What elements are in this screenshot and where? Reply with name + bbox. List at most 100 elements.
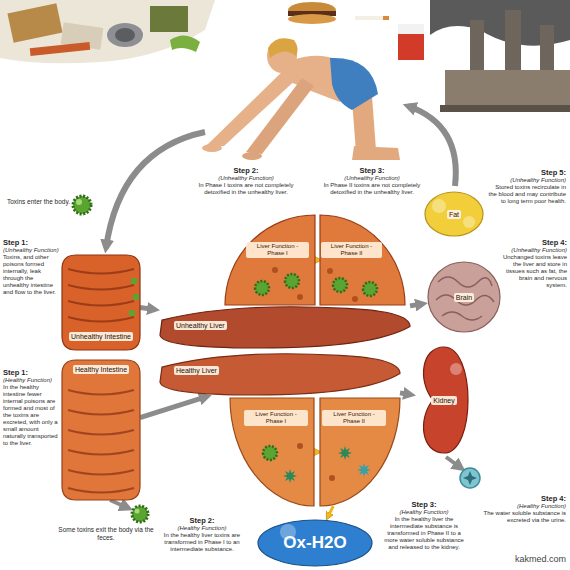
organ-label: Unhealthy Liver [174, 321, 227, 330]
organ-detail [438, 277, 492, 287]
urine-drop [460, 468, 480, 488]
fat-tissue-outline [425, 192, 483, 236]
liver-phase-region: Liver Function - Phase II [320, 398, 400, 506]
liver: Healthy Liver [160, 352, 400, 395]
kneeling-person [246, 78, 314, 154]
liver-outline [160, 307, 410, 348]
step-text: In Phase I toxins are not completely det… [196, 182, 296, 196]
step-text: Toxins, and other poisons formed interna… [3, 254, 59, 296]
toxin-ball [357, 463, 371, 477]
trash-pile [0, 0, 215, 63]
trash-pile [170, 35, 200, 52]
kneeling-person [330, 58, 378, 110]
organ-label: Fat [447, 210, 461, 219]
function-note: (Healthy Function) [482, 503, 566, 510]
organ-detail [329, 475, 335, 481]
kneeling-person [242, 152, 262, 160]
trash-pile [115, 28, 135, 42]
urine-drop [463, 471, 477, 485]
junk-food [398, 24, 424, 34]
step-number: Step 1: [3, 238, 59, 247]
organ-detail [432, 199, 446, 213]
function-note: (Healthy Function) [3, 377, 60, 384]
liver-phase-region-outline [320, 398, 400, 506]
liver-phase-region: Liver Function - Phase I [230, 398, 314, 506]
text-block: Step 2:(Healthy Function)In the healthy … [160, 516, 244, 553]
phase-label: Liver Function - Phase II [322, 410, 386, 426]
function-note: (Unhealthy Function) [322, 175, 422, 182]
phase-label: Liver Function - Phase II [321, 242, 382, 258]
function-note: (Unhealthy Function) [502, 247, 567, 254]
organ-detail [68, 410, 134, 415]
step-text: In the healthy liver the intermediate su… [380, 516, 468, 551]
note-text: Some toxins exit the body via the feces. [56, 526, 156, 542]
flow-arrow [410, 304, 422, 306]
text-block: Toxins enter the body. [4, 198, 70, 206]
trash-pile [7, 3, 62, 43]
intestine: Unhealthy Intestine [62, 255, 140, 350]
flow-arrow [140, 397, 206, 418]
kneeling-person [202, 38, 400, 160]
kneeling-person [268, 38, 298, 58]
intestine: Healthy Intestine [62, 360, 140, 500]
liver-phase-region-shape [225, 215, 315, 305]
note-text: Toxins enter the body. [4, 198, 70, 206]
step-text: In the healthy intestine fewer internal … [3, 384, 60, 447]
junk-food [288, 14, 336, 24]
kneeling-person [352, 146, 400, 160]
organ-detail [68, 470, 134, 475]
organ-detail [450, 363, 462, 375]
organ-detail [297, 294, 303, 300]
step-number: Step 5: [488, 168, 566, 177]
text-block: Step 1:(Healthy Function)In the healthy … [3, 368, 60, 447]
phase-label: Liver Function - Phase I [244, 410, 308, 426]
junk-food [288, 2, 424, 60]
toxin-ball [255, 281, 269, 295]
formula-label: Ox-H2O [283, 533, 346, 553]
urine-drop [460, 468, 480, 488]
organ-label: Brain [454, 293, 474, 302]
flow-arrow [328, 506, 333, 516]
organ-label: Unhealthy Intestine [69, 332, 133, 341]
organ-detail [68, 430, 134, 435]
junk-food [355, 16, 387, 20]
function-note: (Unhealthy Function) [196, 175, 296, 182]
toxin-ball [263, 446, 277, 460]
organ-label: Healthy Intestine [73, 365, 129, 374]
step-text: In the healthy liver toxins are transfor… [160, 532, 244, 553]
flow-arrow [140, 308, 154, 310]
toxin-ball [129, 310, 135, 316]
organ-detail [68, 269, 134, 274]
step-text: Stored toxins recirculate in the blood a… [488, 184, 566, 205]
toxin-ball [135, 509, 140, 514]
function-note: (Healthy Function) [160, 525, 244, 532]
organ-detail [272, 267, 278, 273]
organ-detail [442, 312, 482, 320]
kneeling-person [202, 144, 222, 152]
organ-detail [68, 301, 134, 306]
toxin-ball [76, 199, 82, 205]
trash-pile [150, 6, 188, 32]
liver: Unhealthy Liver [160, 305, 410, 348]
water-blob-outline [258, 520, 372, 566]
text-block: Step 3:(Unhealthy Function)In Phase II t… [322, 166, 422, 196]
toxin-ball [363, 282, 377, 296]
kidney-outline [424, 347, 468, 453]
intestine-outline [62, 255, 140, 350]
intestine-shape [62, 360, 140, 500]
liver-phase-region-outline [320, 215, 405, 305]
function-note: (Healthy Function) [380, 509, 468, 516]
text-block: Step 2:(Unhealthy Function)In Phase I to… [196, 166, 296, 196]
water-blob: Ox-H2O [258, 520, 372, 566]
kidney: Kidney [416, 345, 472, 455]
toxin-ball [283, 469, 297, 483]
organ-detail [68, 450, 134, 455]
step-number: Step 2: [160, 516, 244, 525]
step-text: Unchanged toxins leave the liver and sto… [502, 254, 567, 289]
flow-arrow [446, 457, 461, 468]
liver-outline [160, 354, 400, 395]
brain-outline [428, 262, 500, 332]
trash-pile [107, 23, 143, 47]
step-number: Step 4: [502, 238, 567, 247]
